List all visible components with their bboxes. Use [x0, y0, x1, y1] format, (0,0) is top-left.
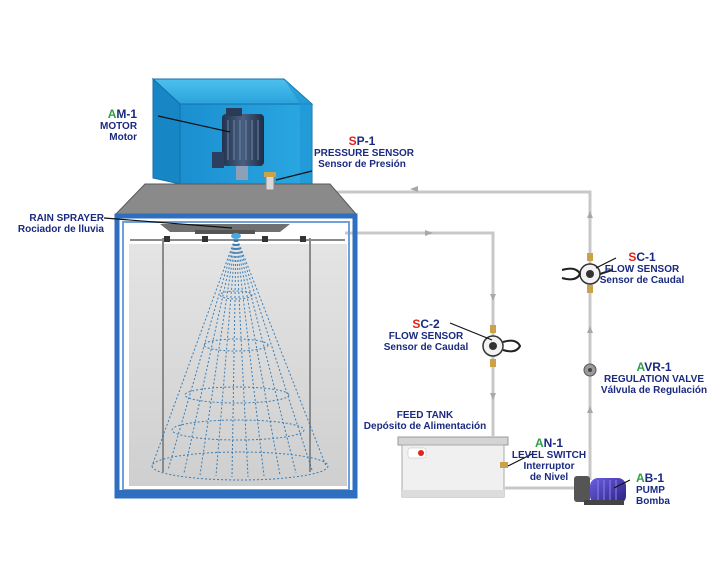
level-switch-name: LEVEL SWITCH — [511, 450, 587, 461]
flow-sensor-2-code: C-2 — [420, 317, 440, 331]
flow-sensor-1-name: FLOW SENSOR — [604, 264, 680, 275]
motor-name-es: Motor — [109, 132, 138, 143]
flow-sensor-2-code-prefix: S — [412, 317, 421, 331]
regulation-valve-code: VR-1 — [644, 360, 672, 374]
pressure-sensor-label: SP-1 PRESSURE SENSOR Sensor de Presión — [314, 134, 415, 171]
flow-sensor-2-label: SC-2 FLOW SENSOR Sensor de Caudal — [378, 317, 474, 354]
regulation-valve-label: AVR-1 REGULATION VALVE Válvula de Regula… — [596, 360, 712, 397]
pump-code-prefix: A — [636, 471, 645, 485]
spray-nozzle — [231, 233, 241, 239]
flow-sensor-1-name-es: Sensor de Caudal — [599, 275, 685, 286]
level-switch-icon — [500, 462, 508, 468]
level-switch-code: N-1 — [543, 436, 563, 450]
spray-cone-icon — [151, 235, 329, 481]
pump-icon — [574, 476, 626, 505]
regulation-valve-name: REGULATION VALVE — [604, 374, 704, 385]
flow-sensor-1-label: SC-1 FLOW SENSOR Sensor de Caudal — [592, 250, 692, 287]
pressure-sensor-name: PRESSURE SENSOR — [314, 148, 415, 159]
feed-tank-name: FEED TANK — [396, 410, 454, 421]
feed-tank-name-es: Depósito de Alimentación — [363, 421, 487, 432]
pressure-sensor-code-prefix: S — [348, 134, 357, 148]
rain-sprayer-name-es: Rociador de lluvia — [17, 224, 104, 235]
level-switch-label: AN-1 LEVEL SWITCH Interruptor de Nivel — [510, 436, 588, 484]
motor-name: MOTOR — [100, 121, 138, 132]
motor-label: AM-1 MOTOR Motor — [100, 107, 138, 144]
flow-sensor-icon — [482, 325, 522, 367]
rain-sprayer-name: RAIN SPRAYER — [29, 213, 104, 224]
motor-code-prefix: A — [107, 107, 117, 121]
flow-sensor-1-code: C-1 — [636, 250, 656, 264]
pump-code: B-1 — [644, 471, 665, 485]
flow-arrow-icon — [410, 186, 593, 413]
level-switch-code-prefix: A — [534, 436, 544, 450]
regulation-valve-code-prefix: A — [636, 360, 645, 374]
valve-icon — [583, 363, 597, 377]
level-switch-name-es-2: de Nivel — [529, 472, 569, 483]
top-platform — [114, 183, 358, 215]
pressure-sensor-icon — [264, 172, 276, 191]
pressure-sensor-code: P-1 — [356, 134, 376, 148]
motor-icon — [212, 108, 264, 180]
rain-chamber — [114, 213, 358, 499]
feed-tank — [397, 436, 509, 498]
level-switch-name-es-1: Interruptor — [523, 461, 575, 472]
flow-sensor-2-name: FLOW SENSOR — [388, 331, 464, 342]
regulation-valve-name-es: Válvula de Regulación — [600, 385, 708, 396]
feed-tank-label: FEED TANK Depósito de Alimentación — [360, 410, 490, 432]
flow-sensor-2-name-es: Sensor de Caudal — [383, 342, 469, 353]
flow-sensor-1-code-prefix: S — [628, 250, 637, 264]
pump-name-es: Bomba — [636, 496, 670, 507]
pressure-sensor-name-es: Sensor de Presión — [318, 159, 406, 170]
flow-sensor-icon — [561, 253, 613, 293]
leader-lines — [103, 115, 631, 489]
rain-sprayer-label: RAIN SPRAYER Rociador de lluvia — [16, 213, 104, 235]
pump-name: PUMP — [636, 485, 665, 496]
pump-label: AB-1 PUMP Bomba — [636, 471, 670, 508]
motor-code: M-1 — [116, 107, 138, 121]
supply-pipe — [345, 231, 495, 436]
